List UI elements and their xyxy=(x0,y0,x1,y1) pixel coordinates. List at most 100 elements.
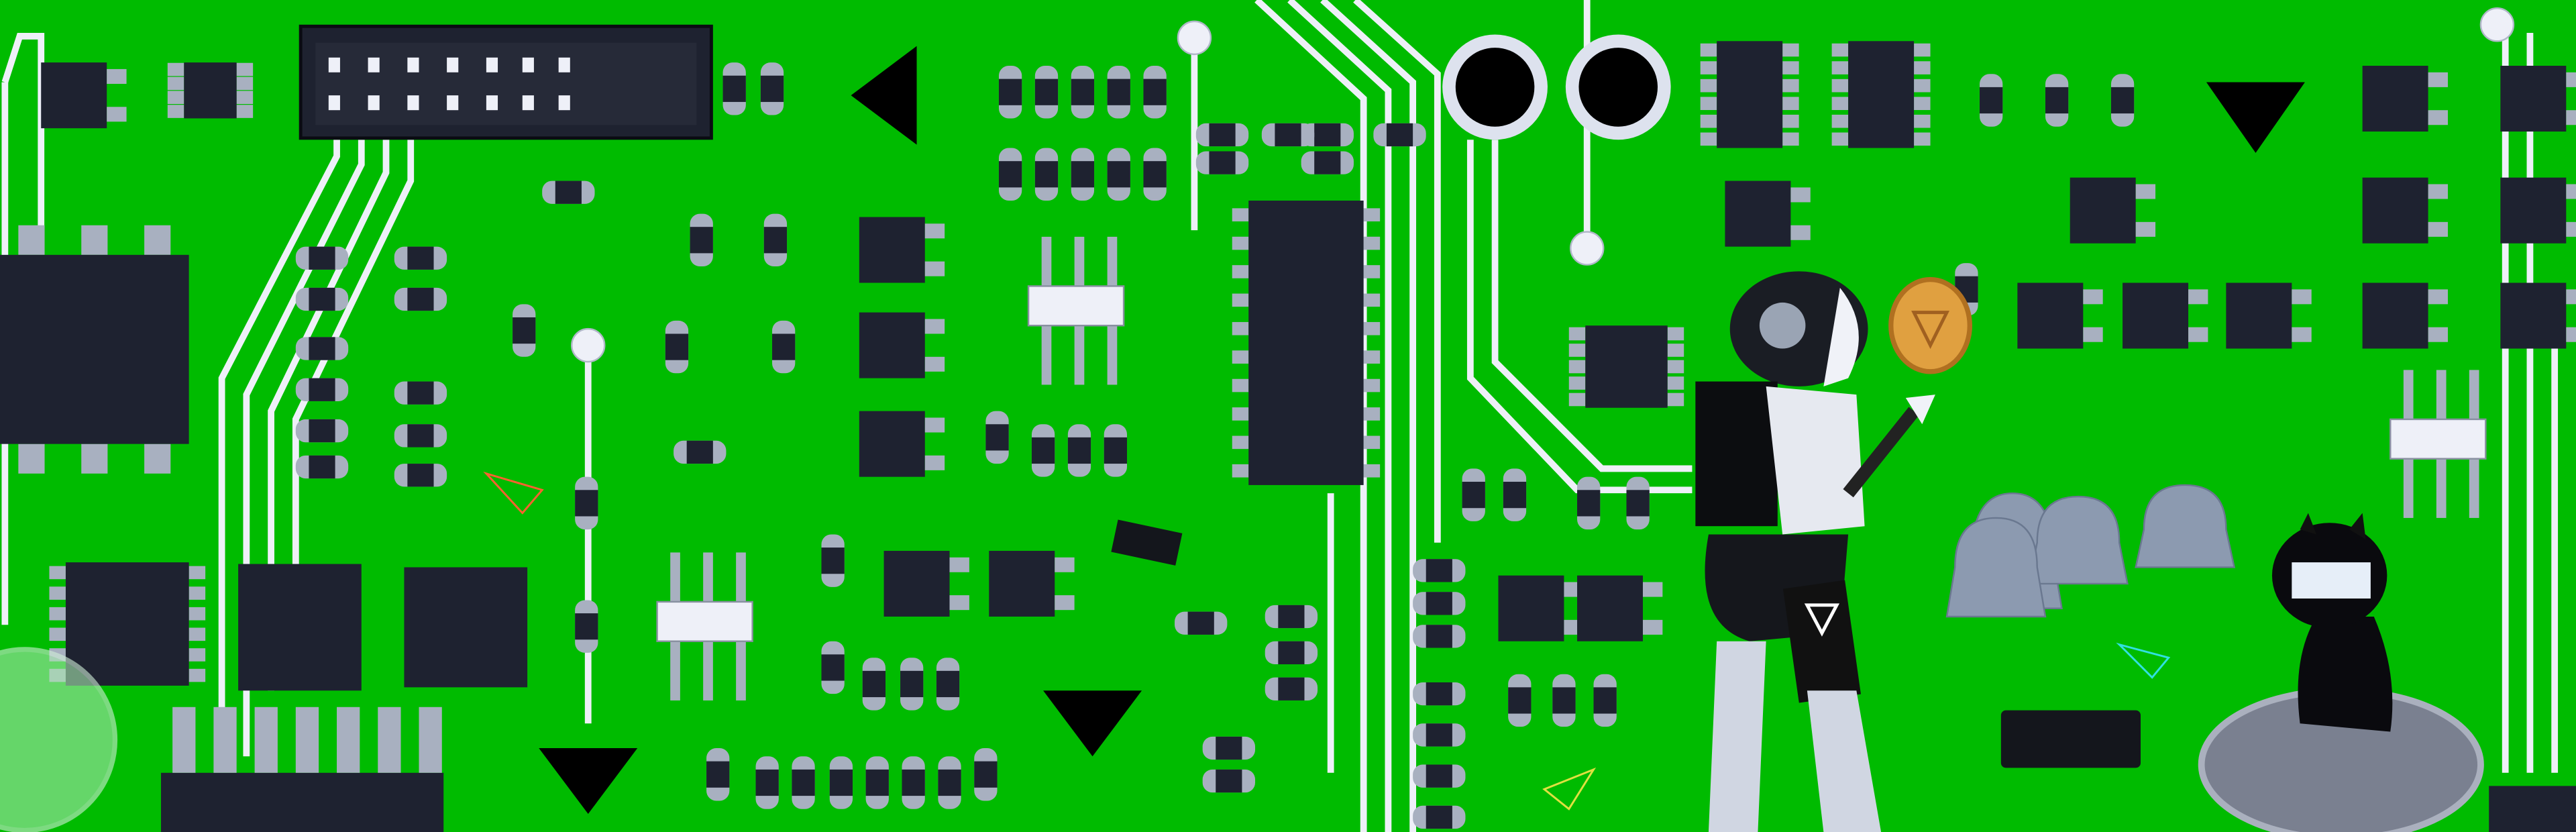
smd-resistor xyxy=(902,756,925,809)
smd-resistor xyxy=(1301,123,1354,147)
resistor-body xyxy=(309,287,335,311)
resistor-body xyxy=(555,180,582,204)
smd-resistor xyxy=(1143,66,1167,119)
resistor-body xyxy=(1508,687,1532,714)
resistor-body xyxy=(309,246,335,270)
regulator-pin xyxy=(949,595,969,611)
resistor-body xyxy=(1593,687,1617,714)
regulator-pin xyxy=(2135,221,2156,237)
chip-pin xyxy=(1700,79,1717,93)
smd-resistor xyxy=(2045,74,2069,127)
connector-pin xyxy=(368,57,380,72)
regulator xyxy=(2362,177,2448,244)
resistor-body xyxy=(2045,87,2069,114)
resistor-body xyxy=(829,769,853,796)
header-connector xyxy=(299,24,713,140)
chip-pin xyxy=(1363,378,1381,393)
resistor-body xyxy=(407,464,434,487)
resistor-body xyxy=(407,246,434,270)
chip-pin xyxy=(1363,435,1381,450)
pawn-boss[interactable] xyxy=(2198,513,2484,832)
resistor-body xyxy=(1426,682,1452,706)
smd-resistor xyxy=(542,180,595,204)
resistor-body xyxy=(1067,437,1091,464)
regulator-pin xyxy=(1642,582,1663,597)
smd-resistor xyxy=(295,455,349,479)
chip-pin xyxy=(1914,79,1931,93)
resistor-body xyxy=(900,670,924,698)
regulator-pin xyxy=(2428,327,2448,342)
chip-pin xyxy=(1363,350,1381,364)
chip-pin xyxy=(167,105,184,118)
chip-pin xyxy=(1782,114,1799,128)
chip-pin xyxy=(236,91,254,104)
ic-chip xyxy=(1831,41,1931,148)
ghost-enemies[interactable] xyxy=(1945,484,2236,618)
chip-pin xyxy=(1363,236,1381,250)
optocoupler xyxy=(656,552,753,700)
chip-pin xyxy=(1782,97,1799,110)
coin-pickup[interactable] xyxy=(1888,276,1972,374)
regulator-pin xyxy=(107,107,127,122)
via-pads xyxy=(571,7,2515,363)
resistor-body xyxy=(1031,437,1055,464)
chip-pin xyxy=(1232,265,1249,278)
smd-resistor xyxy=(1593,674,1617,727)
resistor-body xyxy=(763,227,788,254)
chip-pin xyxy=(144,444,171,474)
chip-pin xyxy=(1363,407,1381,421)
regulator xyxy=(41,62,127,129)
player-robot[interactable] xyxy=(1695,271,1935,832)
smd-resistor xyxy=(1107,66,1130,119)
smd-resistor xyxy=(575,600,598,653)
resistor-body xyxy=(1577,490,1601,517)
smd-resistor xyxy=(706,748,730,801)
regulator xyxy=(883,550,969,617)
resistor-body xyxy=(1278,605,1305,629)
chip-pin xyxy=(1700,61,1717,74)
smd-resistor xyxy=(862,658,885,711)
chip-pin xyxy=(1914,114,1931,128)
ic-chip xyxy=(404,567,528,688)
resistor-body xyxy=(1503,482,1527,509)
chip-pin xyxy=(1831,97,1849,110)
resistor-body xyxy=(792,769,815,796)
smd-resistor xyxy=(690,213,713,266)
resistor-body xyxy=(1426,723,1452,747)
smd-resistor xyxy=(998,66,1022,119)
regulator-pin xyxy=(1790,187,1811,203)
resistor-body xyxy=(1426,764,1452,788)
chip-pin xyxy=(189,648,206,662)
smd-resistor xyxy=(1107,148,1130,201)
smd-resistor xyxy=(760,62,784,115)
connector-block xyxy=(161,772,444,832)
chip-pin xyxy=(1831,114,1849,128)
smd-resistor xyxy=(1071,148,1095,201)
resistor-body xyxy=(1314,123,1341,147)
resistor-body xyxy=(998,161,1022,188)
regulator xyxy=(859,312,945,378)
regulator-pin xyxy=(2566,327,2576,342)
resistor-body xyxy=(938,769,961,796)
chip-pin xyxy=(167,62,184,76)
chip-pin xyxy=(1232,350,1249,364)
chip-body xyxy=(238,564,362,691)
chip-pin xyxy=(49,586,66,600)
regulator-body xyxy=(2500,282,2567,349)
chip-pin xyxy=(18,444,45,474)
resistor-body xyxy=(862,670,885,698)
regulator xyxy=(1577,575,1663,641)
chip-pin xyxy=(49,607,66,621)
chip-pin xyxy=(1667,327,1684,341)
connector-pin xyxy=(368,95,380,111)
connector-pin xyxy=(522,95,534,111)
regulator-pin xyxy=(924,356,945,372)
regulator-pin xyxy=(1055,595,1075,611)
regulator-pin xyxy=(2428,110,2448,125)
chip-pin xyxy=(189,607,206,621)
smd-resistor xyxy=(513,304,536,357)
connector-pin xyxy=(447,57,459,72)
connector-pin xyxy=(522,57,534,72)
regulator xyxy=(859,411,945,477)
